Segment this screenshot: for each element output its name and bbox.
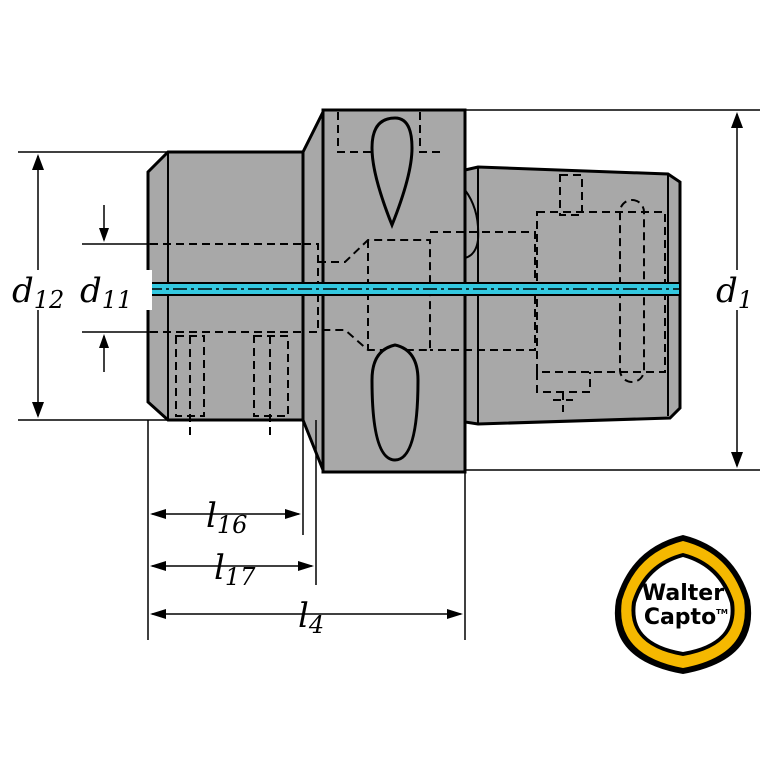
label-l16: l16 xyxy=(206,496,247,539)
label-d1: d1 xyxy=(716,271,753,314)
dimension-lines xyxy=(18,109,760,640)
label-l4: l4 xyxy=(298,596,324,639)
logo-capto: Capto xyxy=(644,605,716,630)
label-backing-right xyxy=(712,270,762,310)
logo-tm: TM xyxy=(716,608,728,616)
walter-capto-logo: Walter Capto TM xyxy=(614,535,752,674)
coolant-channel xyxy=(147,282,681,296)
logo-walter: Walter xyxy=(642,581,724,606)
label-l17: l17 xyxy=(214,548,256,591)
logo-ring-inner xyxy=(635,557,731,652)
label-backing xyxy=(12,270,152,310)
drive-keys xyxy=(370,116,420,462)
bottom-key xyxy=(370,343,420,462)
top-key xyxy=(370,116,414,230)
arrowheads xyxy=(32,112,743,619)
